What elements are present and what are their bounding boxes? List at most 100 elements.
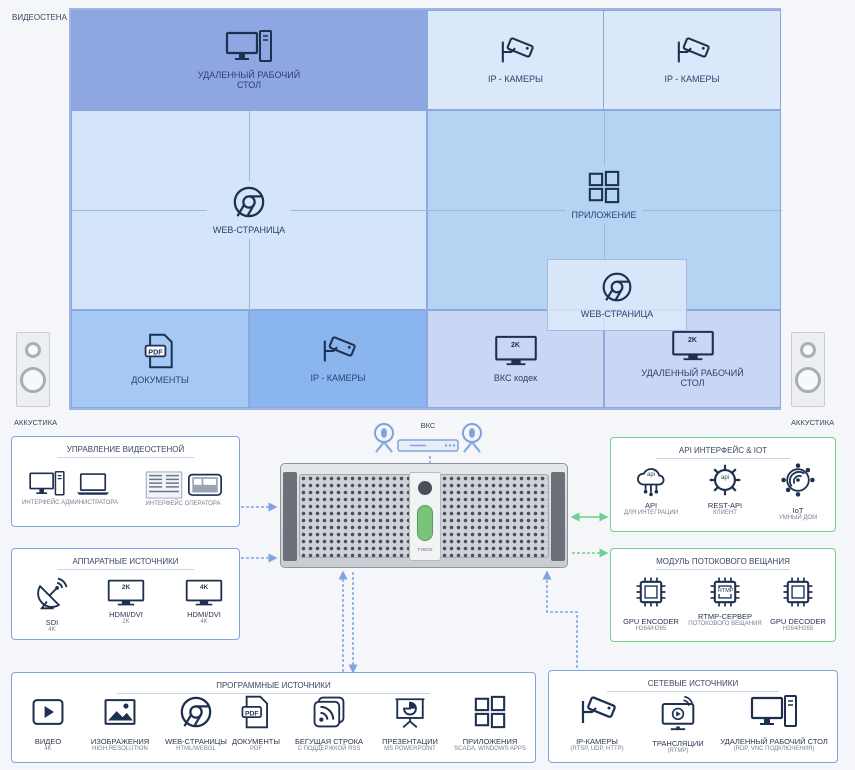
cell-ip-cam-1-label: IP - КАМЕРЫ [487, 73, 544, 84]
item-applications: ПРИЛОЖЕНИЯ SCADA, WINDOWS APPS [448, 695, 532, 752]
panel-title: API ИНТЕРФЕЙС & IOT [611, 446, 835, 459]
panel-title: ПРОГРАММНЫЕ ИСТОЧНИКИ [12, 681, 535, 694]
satellite-dish-icon [35, 576, 69, 610]
vks-camera-icons [374, 423, 482, 453]
item-operator-interface: ИНТЕРФЕЙС ОПЕРАТОРА [130, 471, 236, 507]
item-gpu-decoder: GPU DECODER H264/H265 [763, 575, 833, 632]
item-label: ИНТЕРФЕЙС АДМИНИСТРАТОРА [22, 500, 118, 506]
cell-ip-cam-3-label: IP - КАМЕРЫ [310, 372, 366, 383]
overlay-web-page-window: WEB-СТРАНИЦА [547, 259, 687, 331]
ip-camera-icon [577, 695, 617, 729]
item-presentations: ПРЕЗЕНТАЦИИ MS POWERPOINT [372, 695, 448, 752]
item-label: SDI [45, 618, 59, 627]
item-documents: ДОКУМЕНТЫ PDF [224, 695, 288, 752]
item-label: HDMI/DVI [187, 610, 221, 619]
item-sublabel: SCADA, WINDOWS APPS [454, 746, 526, 752]
item-label: ИЗОБРАЖЕНИЯ [90, 737, 150, 746]
presentation-icon [393, 695, 427, 729]
panel-api-iot: API ИНТЕРФЕЙС & IOT api API ДЛЯ ИНТЕГРАЦ… [610, 437, 836, 532]
item-label: ТРАНСЛЯЦИИ [652, 739, 704, 748]
item-iot: IoT УМНЫЙ ДОМ [765, 462, 831, 521]
item-ip-cameras: IP-КАМЕРЫ (RTSP, UDP, HTTP) [557, 695, 637, 752]
item-label: RTMP-СЕРВЕР [697, 612, 753, 621]
item-rest-api: api REST-API КЛИЕНТ [691, 462, 759, 516]
item-sublabel: КЛИЕНТ [713, 510, 737, 516]
item-sublabel: H264/H265 [635, 626, 667, 632]
item-sublabel: 4K [44, 746, 52, 752]
cell-documents: ДОКУМЕНТЫ [71, 310, 249, 408]
screen-layout-icon [144, 471, 184, 499]
item-hdmi-2k: 2K HDMI/DVI 2K [96, 579, 156, 625]
item-sublabel: PDF [250, 746, 262, 752]
video-play-icon [30, 695, 66, 729]
power-button-icon[interactable] [418, 481, 432, 495]
monitor-icon: 2K [671, 330, 715, 362]
cell-documents-label: ДОКУМЕНТЫ [131, 374, 189, 385]
item-label: IoT [792, 506, 804, 515]
cell-remote-desktop-top: УДАЛЕННЫЙ РАБОЧИЙ СТОЛ [71, 10, 427, 110]
chip-icon: RTMP [708, 575, 742, 609]
item-sdi: SDI 4K [22, 576, 82, 633]
panel-title: УПРАВЛЕНИЕ ВИДЕОСТЕНОЙ [12, 445, 239, 458]
server-logo: TVBOX [417, 547, 433, 552]
server-vent-left [299, 474, 415, 558]
panel-title: МОДУЛЬ ПОТОКОВОГО ВЕЩАНИЯ [611, 557, 835, 570]
cell-remote-desktop-bottom-label: УДАЛЕННЫЙ РАБОЧИЙ СТОЛ [641, 367, 744, 388]
server-vent-right [433, 474, 549, 558]
item-label: GPU ENCODER [623, 617, 679, 626]
broadcast-icon [660, 695, 696, 731]
monitor-icon: 4K [185, 579, 223, 607]
item-ticker: БЕГУЩАЯ СТРОКА С ПОДДЕРЖКОЙ RSS [288, 695, 370, 752]
item-web-pages: WEB-СТРАНИЦЫ HTML/WEBGL [158, 695, 234, 752]
rss-icon [312, 695, 346, 729]
server-rack-ear [283, 472, 297, 561]
cell-ip-cam-2: IP - КАМЕРЫ [603, 10, 781, 110]
item-label: ВИДЕО [34, 737, 62, 746]
cell-ip-cam-3: IP - КАМЕРЫ [249, 310, 427, 408]
item-api: api API ДЛЯ ИНТЕГРАЦИИ [617, 462, 685, 516]
item-label: WEB-СТРАНИЦЫ [165, 737, 227, 746]
panel-software-sources: ПРОГРАММНЫЕ ИСТОЧНИКИ ВИДЕО 4K ИЗОБРАЖЕН… [11, 672, 536, 763]
vks-device: ВКС [370, 416, 486, 456]
item-sublabel: MS POWERPOINT [384, 746, 436, 752]
item-hdmi-4k: 4K HDMI/DVI 4K [174, 579, 234, 625]
item-sublabel: (RTSP, UDP, HTTP) [570, 746, 624, 752]
server-front-panel: TVBOX [409, 472, 441, 561]
item-sublabel: HTML/WEBGL [176, 746, 216, 752]
videowall-label: ВИДЕОСТЕНА [12, 13, 67, 22]
videowall: УДАЛЕННЫЙ РАБОЧИЙ СТОЛ IP - КАМЕРЫ IP - … [69, 8, 782, 410]
tablet-icon [188, 471, 222, 497]
item-label: УДАЛЕННЫЙ РАБОЧИЙ СТОЛ [720, 737, 828, 746]
image-icon [102, 695, 138, 729]
left-speaker [16, 332, 50, 407]
item-sublabel: H264/H265 [782, 626, 814, 632]
cell-web-page-left: WEB-СТРАНИЦА [71, 110, 428, 311]
item-sublabel: УМНЫЙ ДОМ [778, 515, 818, 521]
cell-ip-cam-2-label: IP - КАМЕРЫ [664, 73, 720, 84]
item-label: ИНТЕРФЕЙС ОПЕРАТОРА [145, 501, 221, 507]
iot-icon [780, 462, 816, 498]
panel-network-sources: СЕТЕВЫЕ ИСТОЧНИКИ IP-КАМЕРЫ (RTSP, UDP, … [548, 670, 838, 763]
item-label: ПРИЛОЖЕНИЯ [462, 737, 518, 746]
panel-title: СЕТЕВЫЕ ИСТОЧНИКИ [549, 679, 837, 692]
monitor-resolution: 2K [121, 584, 131, 591]
monitor-resolution: 4K [199, 584, 209, 591]
computer-icon [27, 471, 67, 497]
item-label: GPU DECODER [770, 617, 826, 626]
monitor-icon: 2K [107, 579, 145, 607]
panel-title: АППАРАТНЫЕ ИСТОЧНИКИ [12, 557, 239, 570]
item-sublabel: (RDP, VNC ПОДКЛЮЧЕНИЯ) [733, 746, 815, 752]
cell-ip-cam-1: IP - КАМЕРЫ [427, 10, 604, 110]
item-label: HDMI/DVI [109, 610, 143, 619]
cell-remote-desktop-top-label: УДАЛЕННЫЙ РАБОЧИЙ СТОЛ [197, 69, 301, 90]
item-label: ДОКУМЕНТЫ [231, 737, 281, 746]
item-images: ИЗОБРАЖЕНИЯ HIGH RESOLUTION [82, 695, 158, 752]
server-chassis: TVBOX [280, 463, 568, 568]
windows-icon [473, 695, 507, 729]
item-label: API [644, 501, 658, 510]
panel-streaming: МОДУЛЬ ПОТОКОВОГО ВЕЩАНИЯ GPU ENCODER H2… [610, 548, 836, 642]
item-label: REST-API [707, 501, 743, 510]
vks-label: ВКС [420, 421, 436, 430]
server-rack-ear [551, 472, 565, 561]
